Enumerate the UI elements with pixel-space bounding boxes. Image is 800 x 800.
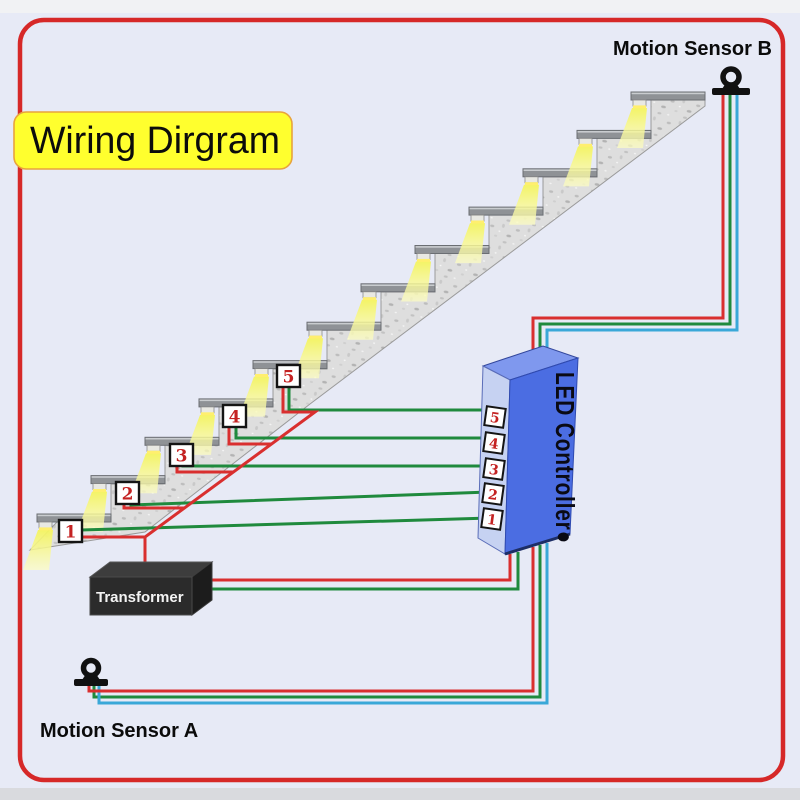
wire-green-step1 [80,516,491,532]
wire-red-sensor-b [531,95,725,366]
controller-port-2: 2 [481,482,505,506]
wire-green-step4 [234,425,487,440]
wire-green-transformer-controller [206,552,520,591]
svg-text:2: 2 [122,485,134,505]
red-wires [81,95,725,693]
motion-sensor-a-icon [74,657,108,686]
motion-sensor-a-label: Motion Sensor A [40,720,198,742]
controller-label: LED Controller● [550,372,580,544]
controller-port-4: 4 [482,431,506,455]
wire-red-transformer-controller [206,554,512,582]
step-label-4: 4 [221,403,248,429]
transformer-front-face [89,576,193,616]
svg-text:3: 3 [488,462,500,479]
diagram-red-border [17,17,786,783]
controller-bottom-edge [504,532,571,556]
step-number-labels: 1 2 3 4 5 [57,363,302,544]
title-badge-background [13,111,293,170]
controller-port-5: 5 [483,405,507,429]
wire-green-sensor-b [538,95,732,368]
step-label-1: 1 [57,518,84,544]
motion-sensor-b-label: Motion Sensor B [613,38,772,60]
step-label-3: 3 [168,442,195,468]
svg-text:5: 5 [489,410,501,427]
controller-ports: 5 4 3 2 1 [480,405,507,531]
controller-port-1: 1 [480,507,504,531]
svg-text:3: 3 [176,447,188,467]
svg-text:1: 1 [486,512,498,529]
page-title: Wiring Dirgram [30,120,280,162]
wire-blue-sensor-a [97,543,549,705]
wire-red-step4 [227,425,272,446]
wire-red-sensor-a [87,547,535,693]
title-badge: Wiring Dirgram [13,111,293,170]
top-margin-band [0,0,800,13]
svg-text:2: 2 [487,487,499,504]
controller-port-3: 3 [482,457,506,481]
step-label-2: 2 [114,480,141,506]
transformer-top-face [88,561,214,578]
bottom-margin-band [0,788,800,800]
transformer-label: Transformer [96,589,184,606]
wire-green-step5 [287,386,487,412]
svg-text:5: 5 [283,368,295,388]
svg-text:1: 1 [65,523,77,543]
motion-sensor-b-icon [712,66,750,95]
step-label-5: 5 [275,363,302,389]
transformer: Transformer [88,561,214,616]
wire-red-bus-diagonal [143,386,320,567]
svg-text:4: 4 [488,436,500,453]
svg-text:4: 4 [229,408,241,428]
